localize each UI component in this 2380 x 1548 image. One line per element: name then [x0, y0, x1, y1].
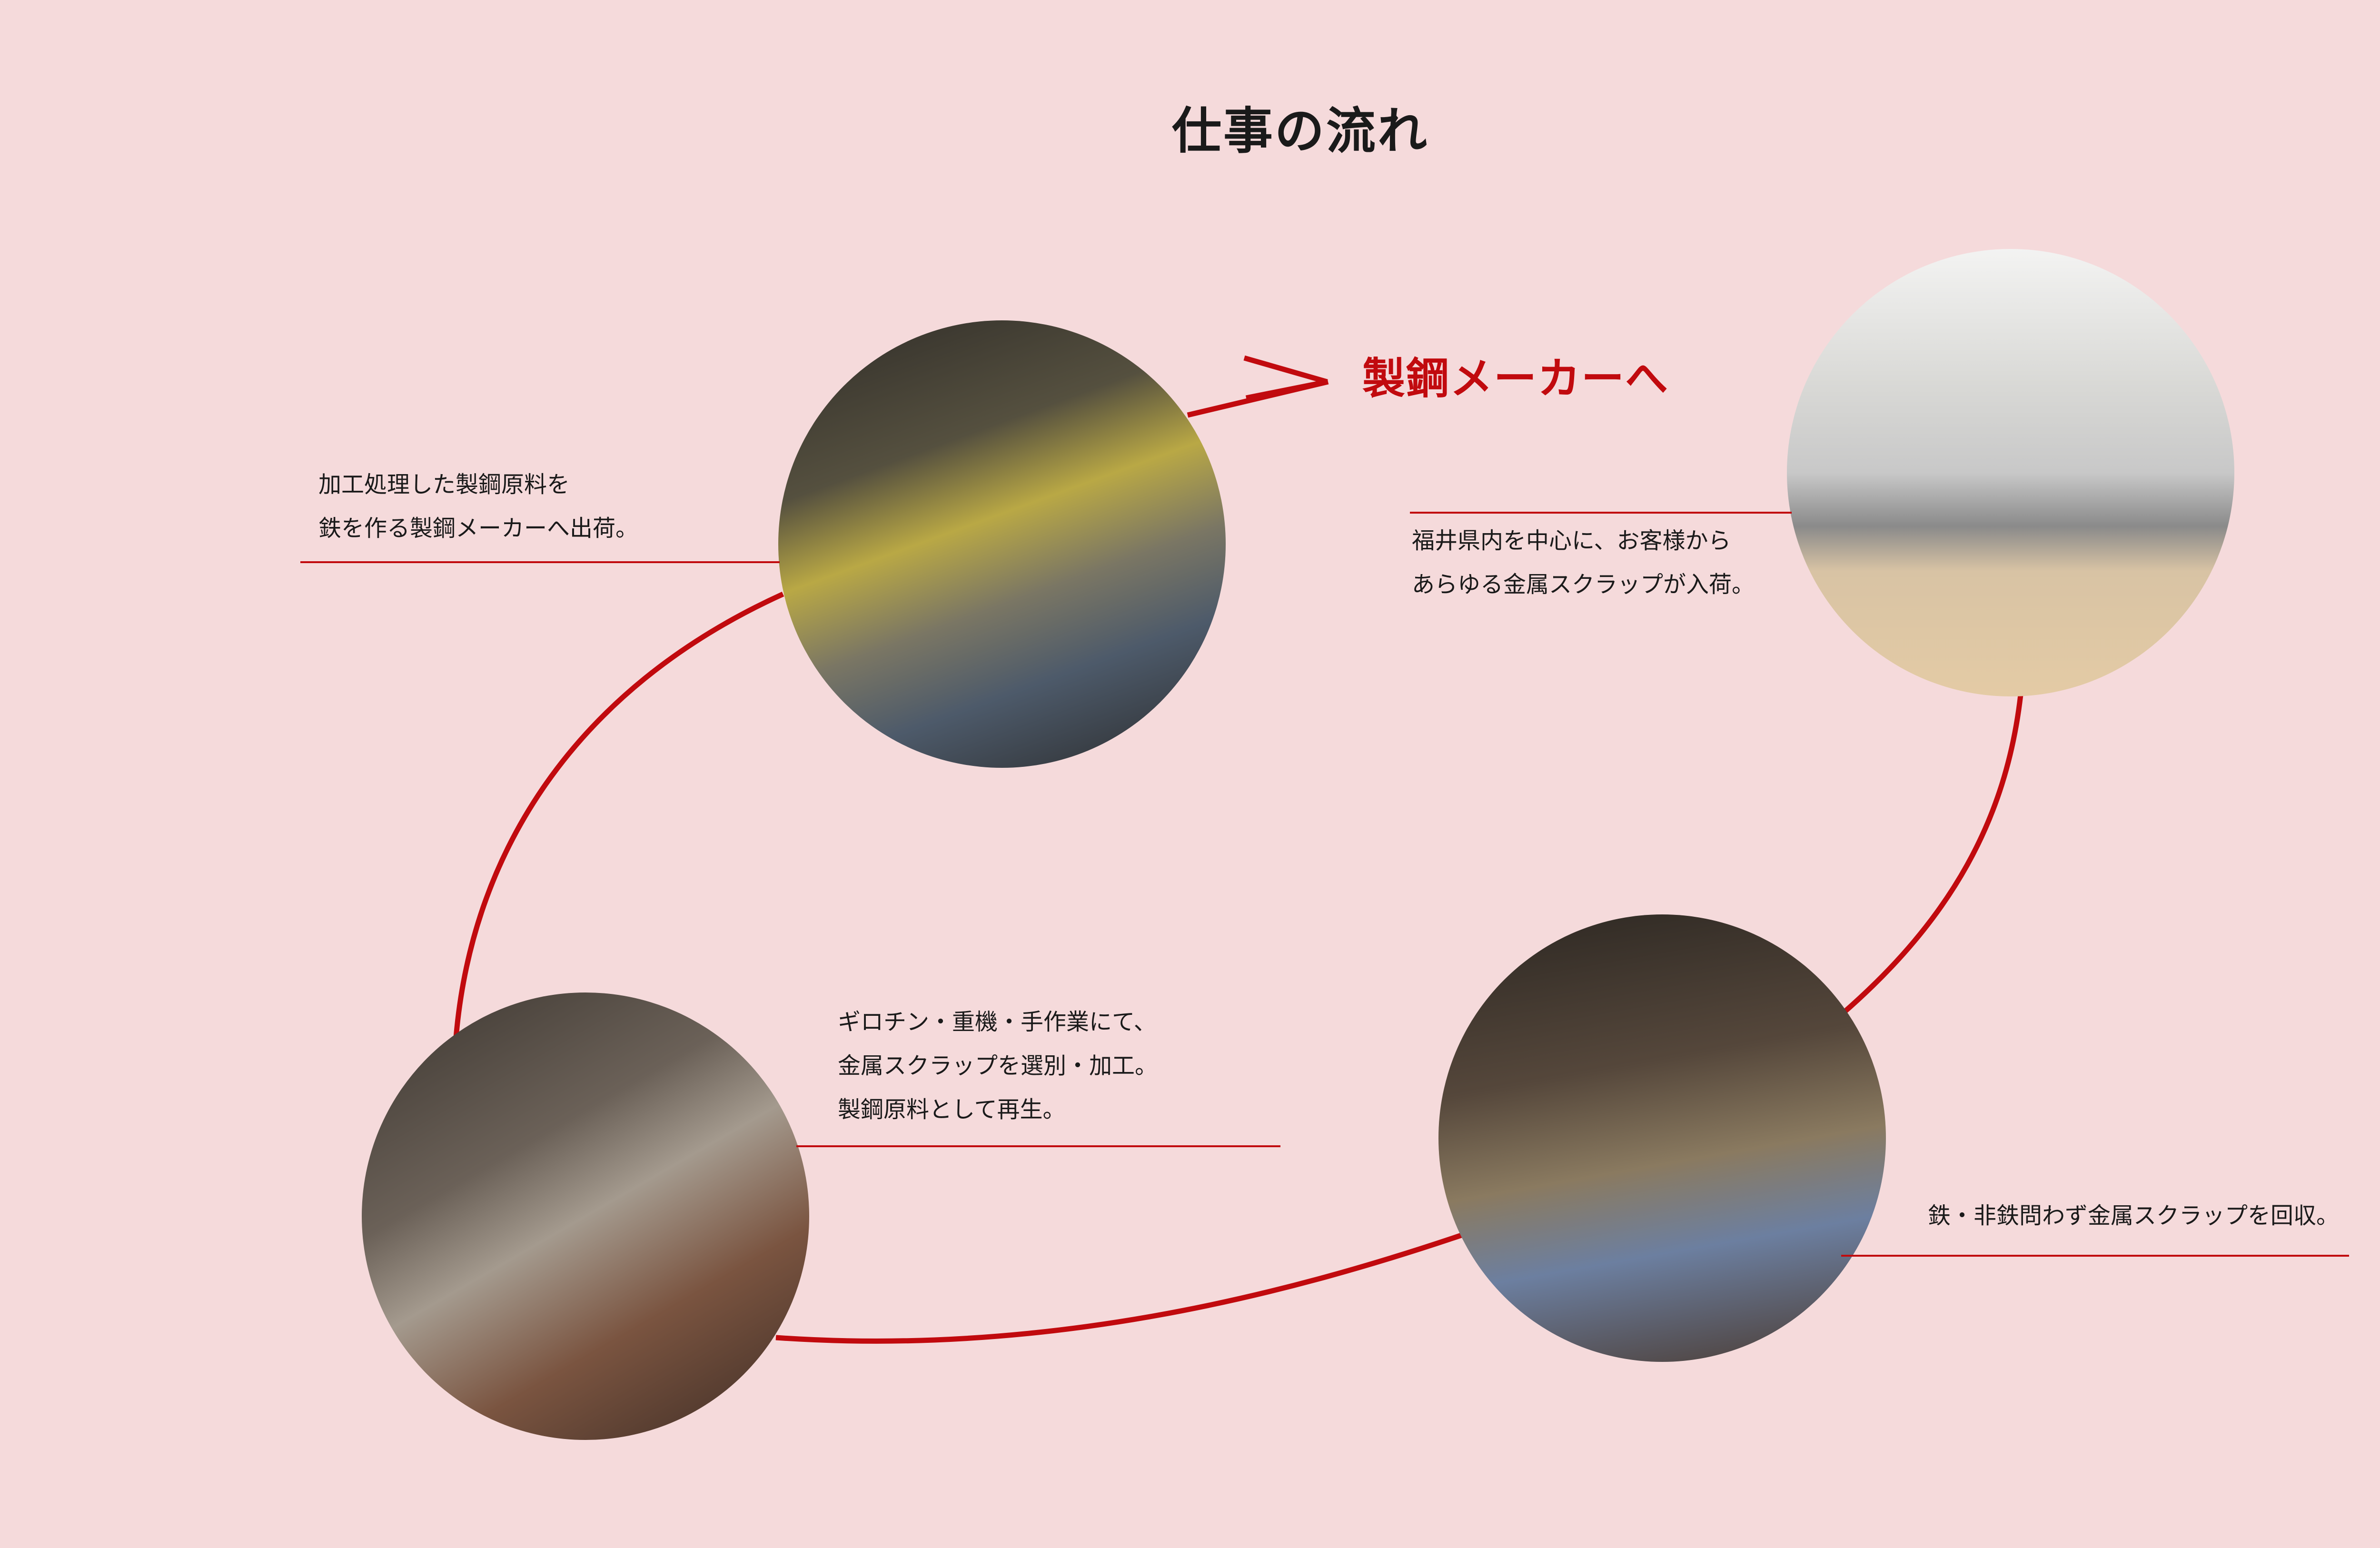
step-shipping-text: 加工処理した製鋼原料を 鉄を作る製鋼メーカーへ出荷。 — [318, 463, 638, 550]
divider — [300, 561, 780, 563]
text-line: ギロチン・重機・手作業にて、 — [838, 1009, 1157, 1035]
divider — [1410, 512, 1792, 514]
text-line: 鉄を作る製鋼メーカーへ出荷。 — [318, 515, 639, 542]
divider — [796, 1145, 1280, 1147]
text-line: 鉄・非鉄問わず金属スクラップを回収。 — [1928, 1202, 2340, 1229]
arrow-head-icon — [1243, 355, 1328, 401]
text-line: 金属スクラップを選別・加工。 — [838, 1052, 1158, 1079]
divider — [1841, 1255, 2349, 1257]
text-line: 福井県内を中心に、お客様から — [1412, 527, 1731, 554]
flow-line-2 — [775, 1232, 1462, 1344]
step-processing-text: ギロチン・重機・手作業にて、 金属スクラップを選別・加工。 製鋼原料として再生。 — [838, 1000, 1158, 1131]
photo-arrival — [1787, 249, 2234, 696]
destination-label: 製鋼メーカーへ — [1362, 354, 1669, 404]
step-collection-text: 鉄・非鉄問わず金属スクラップを回収。 — [1928, 1194, 2339, 1238]
photo-collection — [1438, 914, 1886, 1362]
photo-processing — [362, 992, 809, 1440]
text-line: あらゆる金属スクラップが入荷。 — [1412, 571, 1755, 598]
text-line: 製鋼原料として再生。 — [838, 1096, 1066, 1123]
text-line: 加工処理した製鋼原料を — [318, 471, 570, 498]
page-title: 仕事の流れ — [1171, 102, 1429, 160]
step-arrival-text: 福井県内を中心に、お客様から あらゆる金属スクラップが入荷。 — [1412, 519, 1755, 606]
flow-line-3 — [453, 591, 784, 1038]
flow-line-1 — [1840, 695, 2023, 1016]
photo-shipping — [778, 320, 1226, 768]
